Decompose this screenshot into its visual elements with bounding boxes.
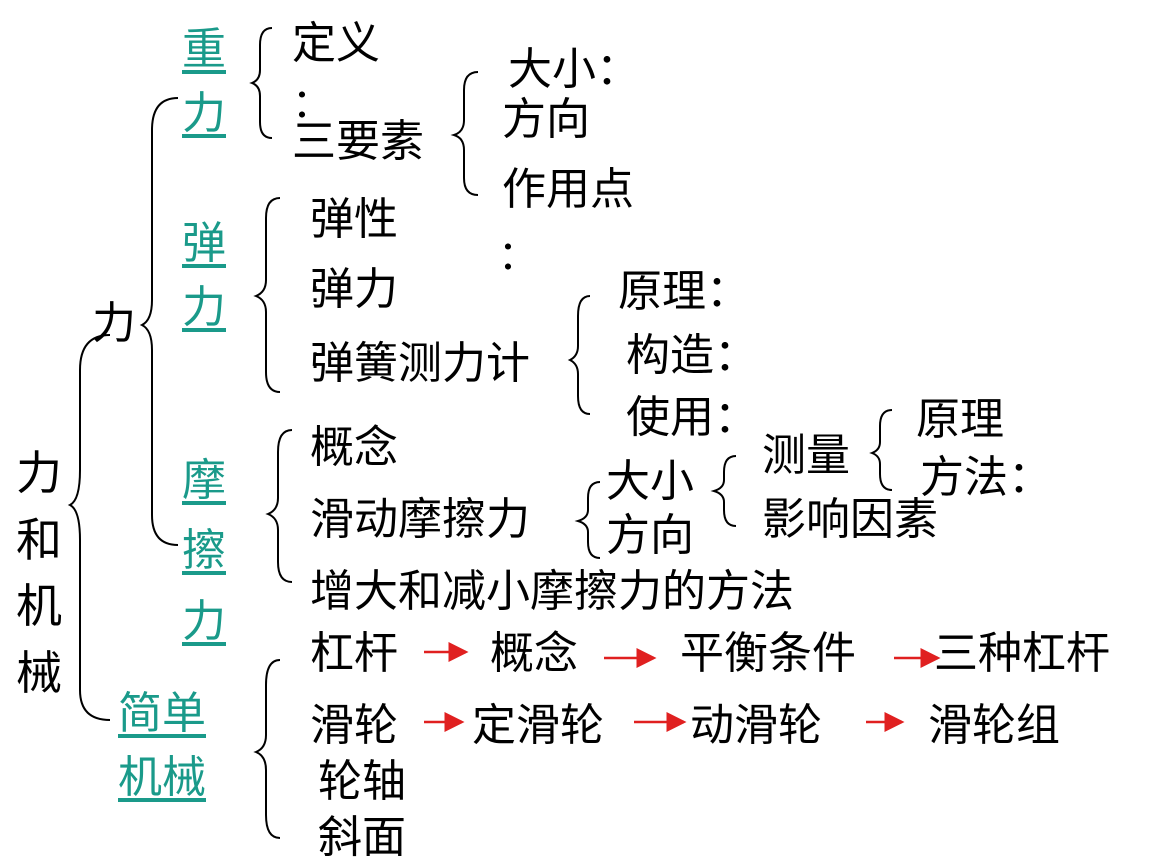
meter-brace xyxy=(567,295,591,415)
simple-machines-link-1[interactable]: 简单 xyxy=(118,688,206,739)
three-elements-label: 三要素 xyxy=(292,116,424,167)
meter-principle: 原理： xyxy=(618,266,750,317)
elastic-dot-1: : xyxy=(310,275,321,310)
elastic-link[interactable]: 弹力 xyxy=(182,218,226,333)
gravity-link[interactable]: 重力 xyxy=(182,24,226,139)
gravity-definition-colon: ： xyxy=(292,81,332,127)
meter-structure: 构造： xyxy=(626,330,758,381)
wheel-axle: 轮轴 xyxy=(318,756,406,807)
pulley: 滑轮 xyxy=(310,700,398,751)
pulley-block: 滑轮组 xyxy=(928,700,1060,751)
elastic-brace xyxy=(253,197,281,393)
gravity-brace xyxy=(249,27,273,139)
measure-brace xyxy=(869,409,893,491)
movable-pulley: 动滑轮 xyxy=(690,700,822,751)
lever-types: 三种杠杆 xyxy=(934,628,1110,679)
measure-principle: 原理 xyxy=(916,394,1004,445)
size-measure: 测量 xyxy=(762,430,850,481)
incline: 斜面 xyxy=(318,812,406,863)
element-point-colon: ： xyxy=(498,233,538,279)
lever-concept: 概念 xyxy=(490,628,578,679)
root-brace xyxy=(67,334,111,721)
elements-brace xyxy=(450,71,479,196)
friction-brace xyxy=(265,429,293,583)
measure-method: 方法： xyxy=(920,452,1052,503)
friction-methods: 增大和减小摩擦力的方法 xyxy=(310,566,794,617)
friction-link[interactable]: 摩擦力 xyxy=(182,455,226,647)
lever-balance: 平衡条件 xyxy=(680,628,856,679)
size-brace xyxy=(710,455,737,527)
force-label: 力 xyxy=(92,298,136,349)
friction-sliding: 滑动摩擦力 xyxy=(310,494,530,545)
sliding-direction: 方向 xyxy=(606,510,694,561)
machines-brace xyxy=(253,659,281,839)
elastic-force: 弹力 xyxy=(310,264,398,315)
lever: 杠杆 xyxy=(310,628,398,679)
element-direction: 方向 xyxy=(502,94,590,145)
simple-machines-link-2[interactable]: 机械 xyxy=(118,752,206,803)
size-factors: 影响因素 xyxy=(762,494,938,545)
element-point: 作用点 xyxy=(502,164,634,215)
friction-concept: 概念 xyxy=(310,422,398,473)
sliding-size: 大小 xyxy=(606,456,694,507)
elastic-meter: 弹簧测力计 xyxy=(310,338,530,389)
force-brace xyxy=(139,97,179,546)
meter-usage: 使用： xyxy=(626,392,758,443)
element-size: 大小： xyxy=(508,44,640,95)
root-label: 力和机械 xyxy=(16,446,62,701)
gravity-definition: 定义 xyxy=(292,18,380,69)
sliding-brace xyxy=(574,481,601,559)
elastic-dot-2: : xyxy=(310,341,321,376)
elastic-elasticity: 弹性 xyxy=(310,194,398,245)
fixed-pulley: 定滑轮 xyxy=(472,700,604,751)
